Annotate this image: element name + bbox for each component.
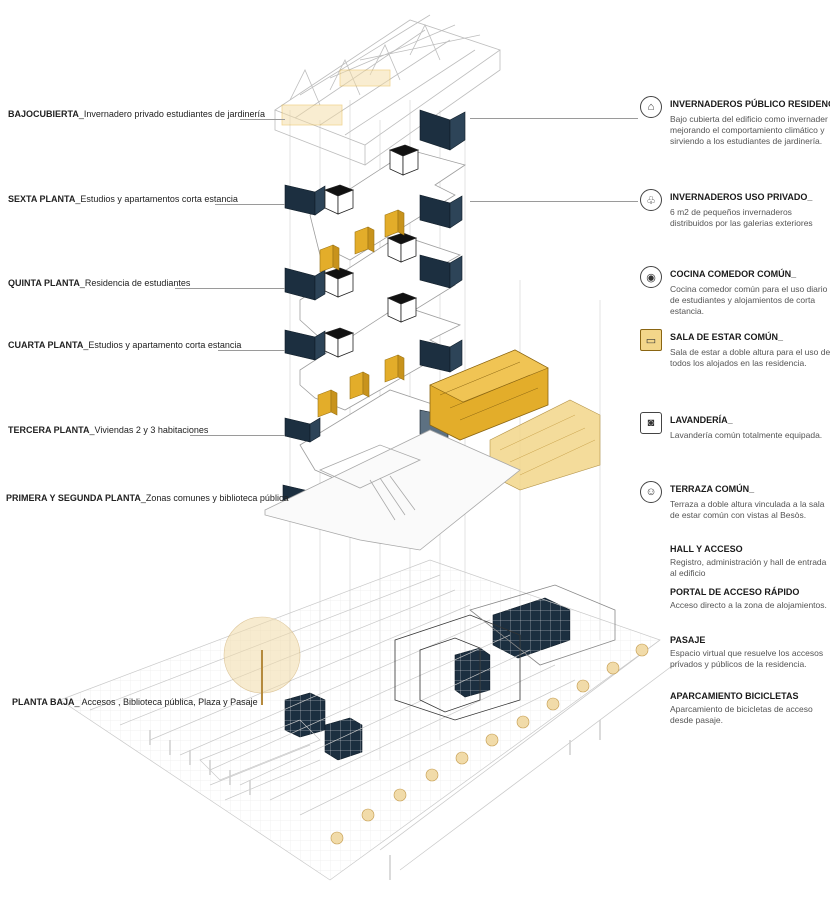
floor-name: PRIMERA Y SEGUNDA PLANTA <box>6 493 141 503</box>
legend-desc: Lavandería común totalmente equipada. <box>670 430 823 440</box>
floor-label-planta-baja: PLANTA BAJA_ Accesos , Biblioteca públic… <box>12 697 258 708</box>
legend-item-cocina-comedor: ◉ COCINA COMEDOR COMÚN_ Cocina comedor c… <box>640 266 830 326</box>
legend-title: COCINA COMEDOR COMÚN_ <box>670 269 797 279</box>
floor-label-sexta: SEXTA PLANTA_Estudios y apartamentos cor… <box>8 194 238 205</box>
floor-label-quinta: QUINTA PLANTA_Residencia de estudiantes <box>8 278 190 289</box>
floor-name: QUINTA PLANTA <box>8 278 80 288</box>
legend-desc: Cocina comedor común para el uso diario … <box>670 284 828 316</box>
legend-item-pasaje: PASAJE Espacio virtual que resuelve los … <box>670 635 830 670</box>
yellow-units <box>317 209 405 418</box>
legend-item-portal-acceso: PORTAL DE ACCESO RÁPIDO Acceso directo a… <box>670 587 830 611</box>
floor-name: CUARTA PLANTA <box>8 340 84 350</box>
greenhouse-icon: ⌂ <box>640 96 662 118</box>
floor-desc: _Residencia de estudiantes <box>79 278 191 288</box>
legend-item-sala-estar: ▭ SALA DE ESTAR COMÚN_ Sala de estar a d… <box>640 329 830 379</box>
legend-title: HALL Y ACCESO <box>670 544 743 554</box>
common-block <box>429 349 601 491</box>
legend-title: INVERNADEROS PÚBLICO RESIDENCIA_ <box>670 99 830 109</box>
plant-pot-icon: ♧ <box>640 189 662 211</box>
washing-machine-icon: ◙ <box>640 412 662 434</box>
leader-line <box>175 288 285 289</box>
leader-line <box>190 435 285 436</box>
floor-desc: _Zonas comunes y biblioteca pública <box>140 493 289 503</box>
legend-title: PORTAL DE ACCESO RÁPIDO <box>670 587 800 597</box>
floor-label-bajocubierta: BAJOCUBIERTA_Invernadero privado estudia… <box>8 109 265 120</box>
leader-line <box>470 118 638 119</box>
legend-title: SALA DE ESTAR COMÚN_ <box>670 332 784 342</box>
dining-plate-icon: ◉ <box>640 266 662 288</box>
legend-desc: Acceso directo a la zona de alojamientos… <box>670 600 827 610</box>
legend-desc: Terraza a doble altura vinculada a la sa… <box>670 499 825 520</box>
legend-desc: 6 m2 de pequeños invernaderos distribuid… <box>670 207 813 228</box>
posts <box>149 720 601 880</box>
legend-title: INVERNADEROS USO PRIVADO_ <box>670 192 813 202</box>
first-floor-slab <box>264 429 521 551</box>
leader-line <box>470 201 638 202</box>
sofa-icon: ▭ <box>640 329 662 351</box>
legend-item-hall-acceso: HALL Y ACCESO Registro, administración y… <box>670 544 830 579</box>
leader-line <box>240 119 285 120</box>
legend-title: APARCAMIENTO BICICLETAS <box>670 691 799 701</box>
floor-desc: _Estudios y apartamento corta estancia <box>83 340 242 350</box>
floor-name: PLANTA BAJA <box>12 697 75 707</box>
floor-desc: _ Accesos , Biblioteca pública, Plaza y … <box>74 697 258 707</box>
floor-desc: _Invernadero privado estudiantes de jard… <box>78 109 265 119</box>
floor-name: SEXTA PLANTA <box>8 194 76 204</box>
legend-item-aparcamiento: APARCAMIENTO BICICLETAS Aparcamiento de … <box>670 691 830 726</box>
legend-title: TERRAZA COMÚN_ <box>670 484 755 494</box>
white-units <box>323 144 420 358</box>
terrace-people-icon: ☺ <box>640 481 662 503</box>
leader-line <box>218 350 285 351</box>
floor-label-cuarta: CUARTA PLANTA_Estudios y apartamento cor… <box>8 340 241 351</box>
ground-plan <box>59 559 681 881</box>
legend-item-terraza: ☺ TERRAZA COMÚN_ Terraza a doble altura … <box>640 481 830 541</box>
ground-buildings <box>394 584 616 721</box>
legend-desc: Bajo cubierta del edificio como invernad… <box>670 114 828 146</box>
legend-desc: Aparcamiento de bicicletas de acceso des… <box>670 704 813 725</box>
legend-desc: Espacio virtual que resuelve los accesos… <box>670 648 824 669</box>
legend-item-lavanderia: ◙ LAVANDERÍA_ Lavandería común totalment… <box>640 412 830 452</box>
legend-desc: Registro, administración y hall de entra… <box>670 557 827 578</box>
roof-greenhouse <box>274 14 501 166</box>
leader-line <box>215 204 285 205</box>
legend-title: PASAJE <box>670 635 706 645</box>
floor-label-primera-segunda: PRIMERA Y SEGUNDA PLANTA_Zonas comunes y… <box>6 493 288 504</box>
legend-title: LAVANDERÍA_ <box>670 415 733 425</box>
legend-desc: Sala de estar a doble altura para el uso… <box>670 347 830 368</box>
floor-name: BAJOCUBIERTA <box>8 109 79 119</box>
legend-item-invernaderos-publico: ⌂ INVERNADEROS PÚBLICO RESIDENCIA_ Bajo … <box>640 96 830 156</box>
floor-desc: _Viviendas 2 y 3 habitaciones <box>89 425 209 435</box>
floor-label-tercera: TERCERA PLANTA_Viviendas 2 y 3 habitacio… <box>8 425 208 436</box>
upper-slabs <box>299 149 466 486</box>
trees <box>223 616 649 845</box>
floor-desc: _Estudios y apartamentos corta estancia <box>75 194 238 204</box>
legend-item-invernaderos-privado: ♧ INVERNADEROS USO PRIVADO_ 6 m2 de pequ… <box>640 189 830 239</box>
floor-name: TERCERA PLANTA <box>8 425 90 435</box>
